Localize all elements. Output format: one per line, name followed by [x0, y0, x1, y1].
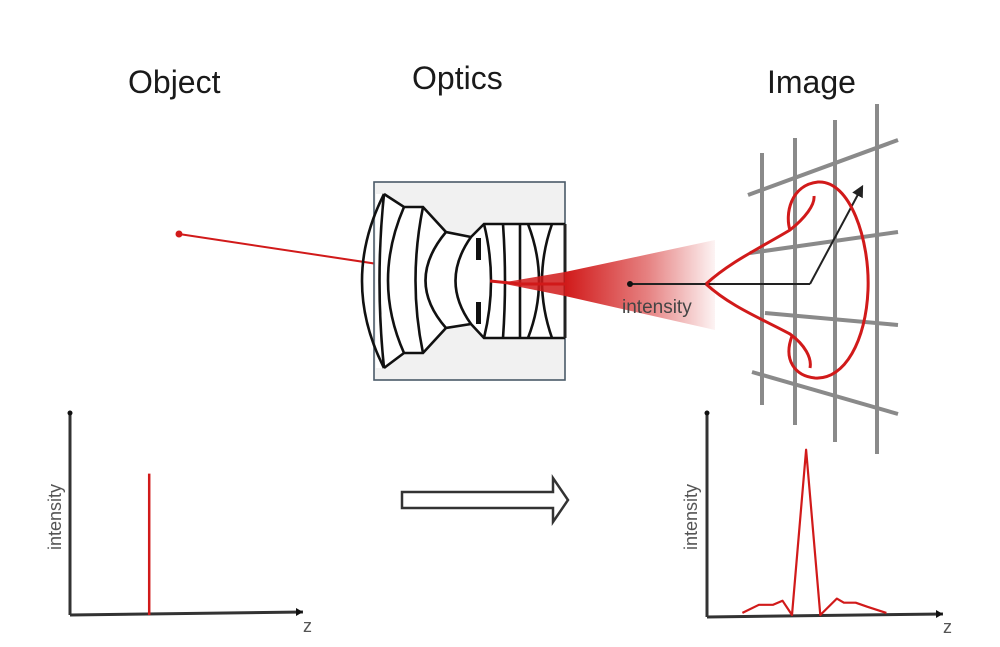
image-x-axis-arrow: [936, 610, 943, 618]
plane-axis-arrow: [809, 184, 864, 285]
aperture-stop-top: [476, 238, 481, 260]
image-xlabel: z: [943, 617, 952, 637]
converging-beam: [500, 272, 565, 296]
image-series: [741, 448, 887, 617]
image-intensity-line: [741, 448, 887, 617]
lens-2-front: [386, 206, 406, 354]
optics-system: [360, 181, 567, 381]
lens-3-back: [454, 236, 473, 325]
lens-1-back: [378, 193, 386, 369]
image-x-axis: [706, 612, 944, 619]
grid-h4: [751, 370, 899, 416]
psf-upper-flank: [704, 195, 816, 286]
title-image: Image: [767, 64, 856, 100]
object-x-axis: [69, 610, 304, 617]
object-xlabel: z: [303, 616, 312, 636]
image-y-axis-tip: [704, 410, 710, 416]
object-ylabel: intensity: [45, 484, 65, 550]
lens-1-front: [360, 193, 386, 369]
grid-h3: [764, 311, 899, 327]
grid-h1: [747, 138, 899, 197]
lens-3-front: [424, 231, 447, 329]
right-arrow-outline-icon: [400, 473, 570, 527]
aperture-stop-bottom: [476, 302, 481, 324]
intensity-axis-3d: intensity: [622, 184, 864, 318]
title-object: Object: [128, 64, 221, 100]
image-intensity-chart: intensity z: [681, 410, 952, 637]
psf-ring: [786, 180, 870, 380]
intensity-axis-tip: [627, 281, 633, 287]
object-x-axis-arrow: [296, 608, 303, 616]
object-y-axis-tip: [67, 410, 73, 416]
title-optics: Optics: [412, 60, 503, 96]
object-intensity-chart: intensity z: [45, 410, 312, 636]
image-ylabel: intensity: [681, 484, 701, 550]
lens-2-back: [414, 206, 425, 354]
object-point: [175, 230, 183, 238]
lens-barrel: [376, 194, 565, 368]
psf-surface: [704, 180, 870, 380]
image-plane-grid: [747, 104, 899, 454]
intensity-label: intensity: [622, 297, 692, 318]
grid-h2: [749, 230, 899, 255]
psf-lower-flank: [704, 282, 812, 369]
